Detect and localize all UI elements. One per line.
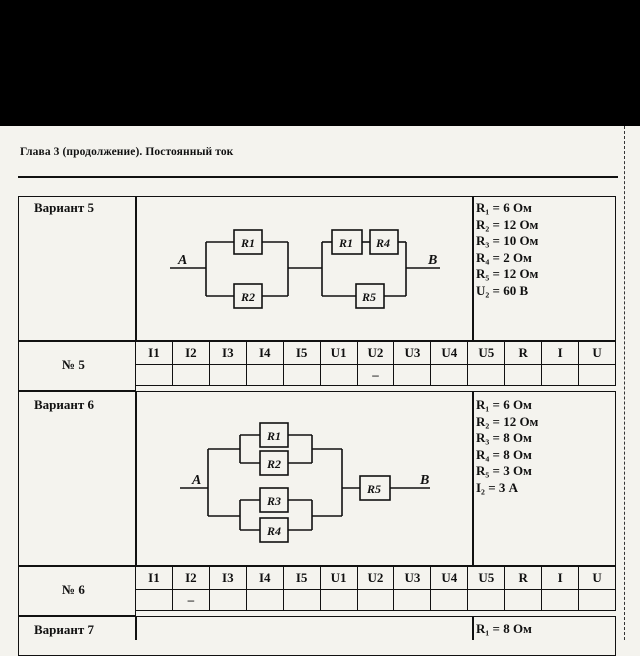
param: R₅ = 3 Ом [476, 463, 532, 478]
col-header: R [504, 341, 543, 365]
black-top-band [0, 0, 640, 126]
answer-cell[interactable] [541, 364, 580, 386]
answer-cell[interactable] [319, 589, 358, 611]
answer-cell[interactable] [208, 589, 247, 611]
variant-5-box [18, 196, 616, 341]
col-header: U4 [430, 566, 469, 590]
col-header: U2 [356, 341, 395, 365]
param: R₄ = 2 Ом [476, 249, 532, 265]
answer-cell-given[interactable]: – [171, 589, 210, 611]
answer-cell[interactable] [393, 589, 432, 611]
variant-7-label: Вариант 7 [34, 622, 95, 637]
col-header: I4 [245, 566, 284, 590]
answer-cell[interactable] [430, 589, 469, 611]
col-header: I2 [171, 341, 210, 365]
variant-6-label: Вариант 6 [34, 397, 95, 412]
answer-cell[interactable] [135, 364, 173, 386]
answer-cell[interactable] [393, 364, 432, 386]
answer-cell[interactable] [467, 589, 506, 611]
param: R₄ = 8 Ом [476, 446, 532, 462]
param: U₂ = 60 В [476, 282, 529, 298]
header-rule [18, 176, 618, 178]
param: R₃ = 8 Ом [476, 430, 532, 445]
param: R₃ = 10 Ом [476, 233, 539, 248]
answer-cell[interactable] [467, 364, 506, 386]
col-header: U1 [319, 566, 358, 590]
answer-cell[interactable] [504, 589, 543, 611]
variant-6-answer-grid: I1 I2 I3 I4 I5 U1 U2 U3 U4 U5 R I U – [135, 566, 616, 611]
param: R₅ = 12 Ом [476, 266, 539, 281]
variant-6-number: № 6 [62, 582, 85, 597]
variant-5-params: R₁ = 6 Ом R₂ = 12 Ом R₃ = 10 Ом R₄ = 2 О… [476, 200, 538, 299]
variant-5-answer-grid: I1 I2 I3 I4 I5 U1 U2 U3 U4 U5 R I U – [135, 341, 616, 386]
col-header: I1 [135, 341, 173, 365]
variant-7-divider-right [472, 616, 474, 640]
param: R₂ = 12 Ом [476, 216, 539, 232]
answer-cell[interactable] [356, 589, 395, 611]
answer-cell[interactable] [578, 364, 616, 386]
col-header: I1 [135, 566, 173, 590]
col-header: I [541, 341, 580, 365]
answer-cell[interactable] [282, 364, 321, 386]
col-header: I3 [208, 341, 247, 365]
col-header: I5 [282, 341, 321, 365]
col-header: U [578, 566, 616, 590]
col-header: I5 [282, 566, 321, 590]
col-header: U1 [319, 341, 358, 365]
variant-5-divider-left [135, 196, 137, 341]
col-header: I3 [208, 566, 247, 590]
col-header: U5 [467, 341, 506, 365]
answer-cell[interactable] [245, 589, 284, 611]
variant-5-label: Вариант 5 [34, 200, 95, 215]
answer-cell[interactable] [135, 589, 173, 611]
col-header: U3 [393, 341, 432, 365]
answer-cell[interactable] [319, 364, 358, 386]
answer-cell[interactable] [282, 589, 321, 611]
col-header: U3 [393, 566, 432, 590]
answer-cell[interactable] [578, 589, 616, 611]
answer-cell[interactable] [245, 364, 284, 386]
col-header: I [541, 566, 580, 590]
answer-cell-given[interactable]: – [356, 364, 395, 386]
variant-6-box [18, 391, 616, 566]
variant-5-number: № 5 [62, 357, 85, 372]
page-edge [624, 126, 626, 640]
variant-7-divider-left [135, 616, 137, 640]
param: R₁ = 6 Ом [476, 397, 532, 412]
param: R₁ = 6 Ом [476, 200, 532, 215]
answer-cell[interactable] [430, 364, 469, 386]
col-header: I2 [171, 566, 210, 590]
chapter-header: Глава 3 (продолжение). Постоянный ток [20, 146, 234, 158]
variant-5-divider-right [472, 196, 474, 341]
answer-cell[interactable] [504, 364, 543, 386]
col-header: U5 [467, 566, 506, 590]
param: I₂ = 3 А [476, 479, 519, 495]
answer-cell[interactable] [208, 364, 247, 386]
answer-cell[interactable] [541, 589, 580, 611]
col-header: U4 [430, 341, 469, 365]
answer-cell[interactable] [171, 364, 210, 386]
col-header: U [578, 341, 616, 365]
variant-7-params: R₁ = 8 Ом [476, 621, 532, 638]
variant-6-divider-right [472, 391, 474, 566]
variant-6-params: R₁ = 6 Ом R₂ = 12 Ом R₃ = 8 Ом R₄ = 8 Ом… [476, 397, 538, 496]
variant-6-divider-left [135, 391, 137, 566]
col-header: R [504, 566, 543, 590]
param: R₁ = 8 Ом [476, 621, 532, 636]
param: R₂ = 12 Ом [476, 413, 539, 429]
col-header: I4 [245, 341, 284, 365]
col-header: U2 [356, 566, 395, 590]
